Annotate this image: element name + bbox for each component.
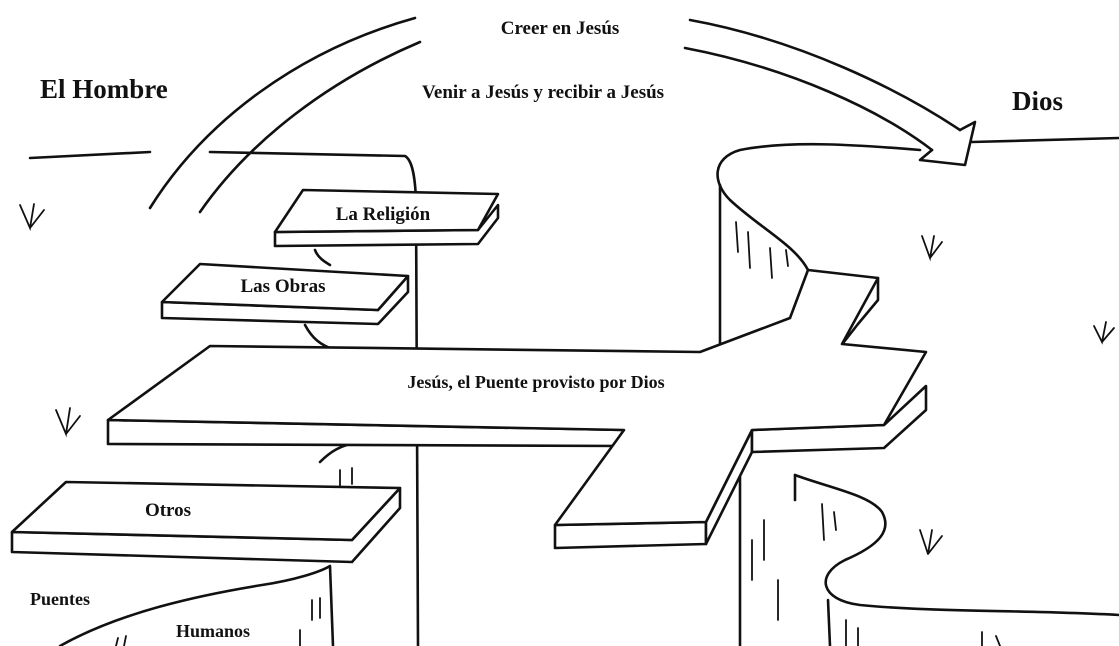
others-slab	[10, 480, 402, 564]
grass-icon	[921, 235, 943, 262]
god-label: Dios	[1012, 86, 1063, 116]
arc-arrow	[148, 16, 977, 214]
grass-icon	[919, 529, 943, 555]
bridge-label: Jesús, el Puente provisto por Dios	[407, 372, 664, 392]
grass-icon	[19, 203, 45, 232]
grass-icon	[1093, 321, 1115, 345]
human-bridges-label-line2: Humanos	[176, 621, 250, 641]
right-cliff	[716, 136, 1119, 646]
grass-icon	[55, 407, 81, 438]
cross-bridge	[106, 268, 928, 550]
religion-slab	[273, 188, 500, 248]
others-label: Otros	[145, 500, 191, 521]
grass-tufts	[19, 203, 1115, 555]
man-label: El Hombre	[40, 74, 168, 104]
come-receive-label: Venir a Jesús y recibir a Jesús	[422, 82, 664, 103]
works-slab	[160, 262, 410, 326]
human-bridges-label-line1: Puentes	[30, 589, 90, 609]
believe-label: Creer en Jesús	[501, 18, 620, 39]
religion-label: La Religión	[336, 204, 431, 225]
works-label: Las Obras	[241, 276, 326, 297]
arrow-head	[918, 120, 977, 167]
